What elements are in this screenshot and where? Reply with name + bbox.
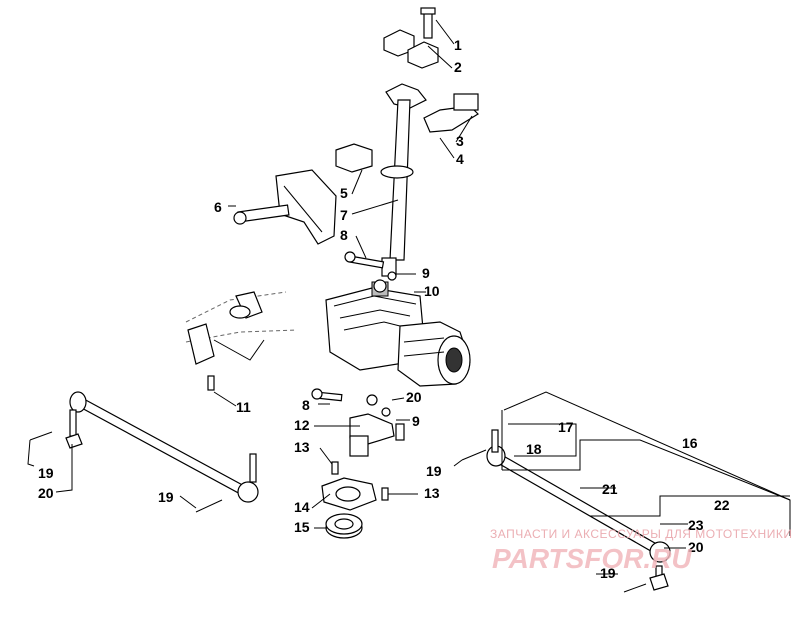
callout-9-upper: 9 (422, 265, 430, 281)
callout-20-left: 20 (38, 485, 54, 501)
callout-18: 18 (526, 441, 542, 457)
watermark-subtitle: ЗАПЧАСТИ И АКСЕССУАРЫ ДЛЯ МОТОТЕХНИКИ (490, 527, 792, 541)
callout-19-right: 19 (600, 565, 616, 581)
callout-19-left-top: 19 (38, 465, 54, 481)
bearing-assembly (321, 461, 389, 539)
callout-1: 1 (454, 37, 462, 53)
callout-14: 14 (294, 499, 310, 515)
callout-2: 2 (454, 59, 462, 75)
tie-rod-left (29, 391, 259, 513)
callout-16: 16 (682, 435, 698, 451)
mounting-bracket (233, 169, 337, 245)
callout-7: 7 (340, 207, 348, 223)
callout-17: 17 (558, 419, 574, 435)
callout-23: 23 (688, 517, 704, 533)
callout-labels: 1 2 3 4 5 6 7 8 9 10 11 8 20 9 12 13 13 … (38, 37, 730, 581)
frame-fragment (185, 291, 297, 391)
pitman-arm (311, 388, 405, 457)
callout-15: 15 (294, 519, 310, 535)
callout-20-right: 20 (688, 539, 704, 555)
callout-9-lower: 9 (412, 413, 420, 429)
watermark-logo: PARTSFOR.RU (492, 543, 692, 574)
callout-5: 5 (340, 185, 348, 201)
bolt-upper (344, 251, 385, 269)
callout-19-left-bottom: 19 (158, 489, 174, 505)
tie-rod-right (461, 429, 671, 593)
callout-12: 12 (294, 417, 310, 433)
watermark: ЗАПЧАСТИ И АКСЕССУАРЫ ДЛЯ МОТОТЕХНИКИ PA… (490, 527, 792, 574)
callout-6: 6 (214, 199, 222, 215)
callout-8-upper: 8 (340, 227, 348, 243)
callout-21: 21 (602, 481, 618, 497)
callout-10: 10 (424, 283, 440, 299)
callout-19-center: 19 (426, 463, 442, 479)
callout-8-lower: 8 (302, 397, 310, 413)
callout-13-left: 13 (294, 439, 310, 455)
power-steering-unit (325, 279, 471, 387)
callout-13-right: 13 (424, 485, 440, 501)
steering-column (335, 7, 479, 281)
callout-3: 3 (456, 133, 464, 149)
callout-20-center: 20 (406, 389, 422, 405)
leader-lines (27, 19, 791, 575)
callout-11: 11 (236, 399, 251, 415)
callout-4: 4 (456, 151, 464, 167)
callout-22: 22 (714, 497, 730, 513)
